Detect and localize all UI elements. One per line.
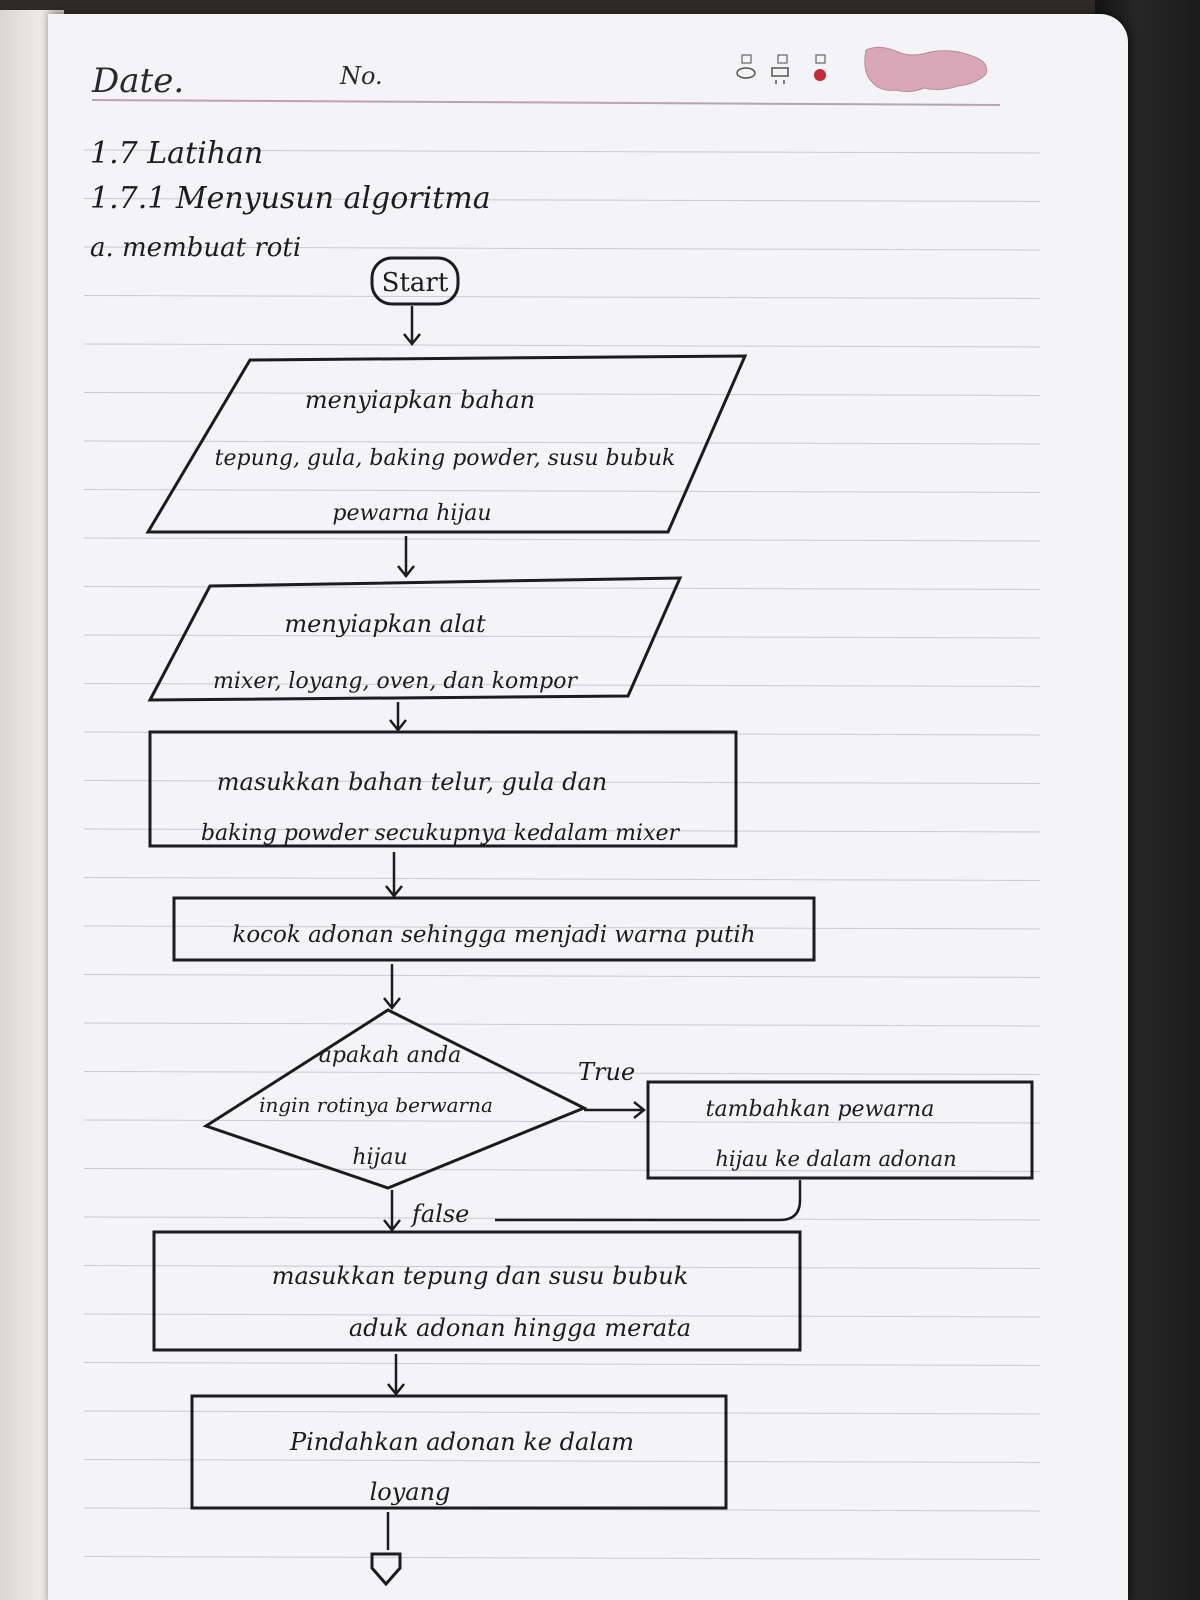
subsection-heading: 1.7.1 Menyusun algoritma bbox=[90, 181, 491, 216]
arrow-decision-true bbox=[584, 1101, 647, 1119]
ruled-lines bbox=[83, 149, 1041, 1560]
weather-cloud-icon bbox=[736, 67, 756, 79]
decision-line-2: ingin rotinya berwarna bbox=[259, 1093, 493, 1117]
color-decision: apakah anda ingin rotinya berwarna hijau bbox=[202, 1008, 588, 1190]
flow-arrows bbox=[383, 306, 802, 1550]
prepare-ingredients-line-1: menyiapkan bahan bbox=[305, 386, 535, 414]
ruled-line bbox=[83, 489, 1041, 493]
add-flour-process: masukkan tepung dan susu bubuk aduk adon… bbox=[152, 1230, 802, 1352]
mix-ingredients-line-2: baking powder secukupnya kedalam mixer bbox=[201, 821, 681, 846]
ruled-line bbox=[83, 1362, 1041, 1366]
prepare-ingredients-line-3: pewarna hijau bbox=[332, 501, 491, 526]
ruled-line bbox=[83, 1410, 1041, 1415]
arrow-coloring-return bbox=[495, 1180, 802, 1222]
ruled-line bbox=[83, 1216, 1041, 1221]
prepare-tools-io: menyiapkan alat mixer, loyang, oven, dan… bbox=[147, 576, 683, 702]
weather-sun-icon bbox=[814, 69, 826, 81]
number-label: No. bbox=[339, 62, 383, 90]
move-batter-line-2: loyang bbox=[370, 1478, 451, 1506]
ruled-line bbox=[83, 683, 1041, 687]
ruled-line bbox=[83, 1313, 1041, 1318]
start-terminator: Start bbox=[370, 256, 460, 306]
checkbox-icon bbox=[815, 54, 826, 64]
ruled-line bbox=[83, 586, 1041, 590]
ruled-line bbox=[83, 974, 1041, 978]
mix-ingredients-line-1: masukkan bahan telur, gula dan bbox=[217, 768, 607, 796]
add-coloring-line-1: tambahkan pewarna bbox=[706, 1097, 935, 1122]
mix-ingredients-process: masukkan bahan telur, gula dan baking po… bbox=[148, 730, 738, 848]
ruled-line bbox=[83, 343, 1041, 348]
ruled-line bbox=[83, 440, 1041, 445]
prepare-ingredients-line-2: tepung, gula, baking powder, susu bubuk bbox=[215, 446, 676, 471]
checkbox-icon bbox=[741, 54, 752, 64]
add-flour-line-1: masukkan tepung dan susu bubuk bbox=[272, 1262, 689, 1290]
weather-rain-icon bbox=[771, 67, 789, 84]
ruled-line bbox=[83, 1119, 1041, 1124]
add-coloring-line-2: hijau ke dalam adonan bbox=[715, 1147, 956, 1171]
move-batter-process: Pindahkan adonan ke dalam loyang bbox=[190, 1394, 728, 1510]
world-map-icon bbox=[864, 46, 988, 93]
arrow-mix-to-beat bbox=[385, 852, 403, 899]
add-coloring-process: tambahkan pewarna hijau ke dalam adonan bbox=[646, 1080, 1034, 1180]
true-branch-label: True bbox=[578, 1058, 635, 1086]
ruled-line bbox=[83, 780, 1041, 784]
move-batter-line-1: Pindahkan adonan ke dalam bbox=[289, 1428, 634, 1456]
ruled-line bbox=[83, 246, 1041, 251]
ruled-line bbox=[83, 1168, 1041, 1172]
section-heading: 1.7 Latihan bbox=[90, 136, 263, 171]
ruled-line bbox=[83, 537, 1041, 542]
beat-batter-process: kocok adonan sehingga menjadi warna puti… bbox=[172, 896, 816, 962]
ruled-line bbox=[83, 1459, 1041, 1463]
ruled-line bbox=[83, 1265, 1041, 1269]
arrow-start-to-ingredients bbox=[403, 306, 421, 347]
arrow-beat-to-decision bbox=[383, 964, 401, 1011]
ruled-line bbox=[83, 149, 1041, 154]
prepare-tools-line-1: menyiapkan alat bbox=[284, 610, 486, 638]
ruled-line bbox=[83, 295, 1041, 299]
arrow-decision-false bbox=[383, 1190, 401, 1233]
arrow-flour-to-move bbox=[387, 1354, 405, 1397]
false-branch-label: false bbox=[410, 1200, 469, 1228]
ruled-line bbox=[83, 925, 1041, 930]
ruled-line bbox=[83, 392, 1041, 396]
header-rule bbox=[91, 99, 1001, 106]
notebook-page bbox=[48, 14, 1128, 1600]
ruled-line bbox=[83, 877, 1041, 881]
add-flour-line-2: aduk adonan hingga merata bbox=[349, 1314, 691, 1342]
arrow-ingredients-to-tools bbox=[397, 536, 415, 579]
ruled-line bbox=[83, 634, 1041, 639]
ruled-line bbox=[83, 198, 1041, 202]
ruled-line bbox=[83, 1022, 1041, 1027]
prepare-ingredients-io: menyiapkan bahan tepung, gula, baking po… bbox=[145, 354, 748, 534]
ruled-line bbox=[83, 1071, 1041, 1075]
prepare-tools-line-2: mixer, loyang, oven, dan kompor bbox=[213, 669, 578, 694]
checkbox-icon bbox=[777, 54, 788, 64]
offpage-connector bbox=[370, 1552, 402, 1587]
date-label: Date. bbox=[91, 61, 184, 101]
beat-batter-label: kocok adonan sehingga menjadi warna puti… bbox=[232, 922, 755, 948]
start-label: Start bbox=[382, 268, 449, 298]
item-heading: a. membuat roti bbox=[90, 233, 301, 263]
ruled-line bbox=[83, 1556, 1041, 1560]
decision-line-1: apakah anda bbox=[319, 1043, 461, 1068]
ruled-line bbox=[83, 828, 1041, 833]
decision-line-3: hijau bbox=[352, 1145, 407, 1170]
arrow-tools-to-mix bbox=[389, 702, 407, 733]
header-icons bbox=[736, 46, 988, 93]
